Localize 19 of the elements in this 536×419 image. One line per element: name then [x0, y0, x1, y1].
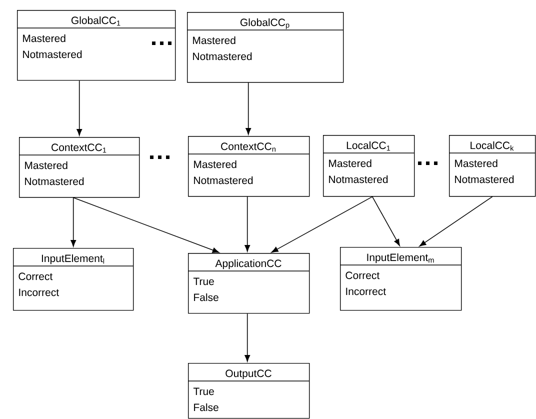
arrow — [76, 80, 82, 136]
arrow — [419, 196, 493, 246]
arrow — [244, 313, 250, 362]
class-box: LocalCC$_{1}$ Mastered Notmastered — [322, 135, 415, 197]
class-box: GlobalCC$_{p}$ Mastered Notmastered — [186, 12, 344, 83]
class-box: GlobalCC$_{1}$ Mastered Notmastered — [16, 10, 176, 81]
arrow — [70, 197, 76, 247]
class-box: InputElement$_{m}$ Correct Incorrect — [340, 246, 462, 311]
class-box: ApplicationCC True False — [188, 253, 310, 314]
arrow — [246, 82, 252, 135]
class-box: ContextCC$_{n}$ Mastered Notmastered — [188, 136, 310, 197]
arrow — [244, 196, 250, 252]
class-box: ContextCC$_{1}$ Mastered Notmastered — [18, 137, 140, 198]
class-box: OutputCC True False — [188, 362, 310, 419]
arrow — [72, 197, 220, 253]
arrow — [372, 196, 400, 246]
arrow — [271, 196, 373, 253]
class-box: LocalCC$_{k}$ Mastered Notmastered — [448, 135, 536, 197]
class-box: InputElement$_{l}$ Correct Incorrect — [12, 248, 134, 311]
